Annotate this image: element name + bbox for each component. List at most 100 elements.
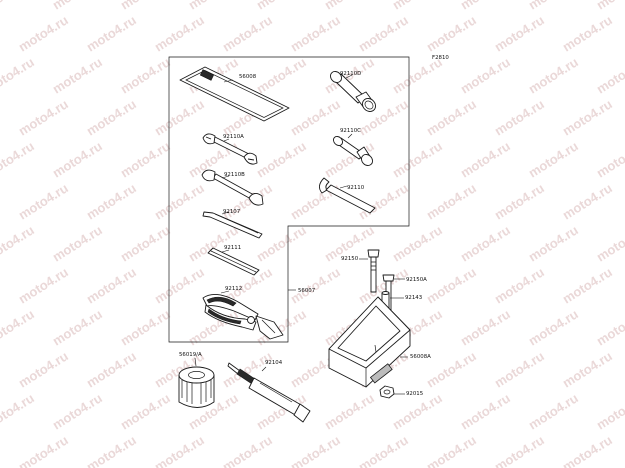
watermark-text: moto4.ru (560, 348, 615, 390)
watermark-text: moto4.ru (560, 180, 615, 222)
watermark-text: moto4.ru (84, 264, 139, 306)
watermark-text: moto4.ru (0, 390, 37, 432)
watermark-text: moto4.ru (424, 348, 479, 390)
watermark-text: moto4.ru (152, 12, 207, 54)
watermark-text: moto4.ru (288, 432, 343, 468)
watermark-text: moto4.ru (492, 96, 547, 138)
watermark-text: moto4.ru (152, 432, 207, 468)
watermark-text: moto4.ru (220, 432, 275, 468)
label-tool-bag: 56008 (239, 74, 257, 80)
grease-tube-drawing (227, 362, 311, 423)
watermark-text: moto4.ru (594, 306, 625, 348)
watermark-text: moto4.ru (288, 96, 343, 138)
watermark-text: moto4.ru (356, 12, 411, 54)
watermark-text: moto4.ru (118, 138, 173, 180)
watermark-text: moto4.ru (118, 390, 173, 432)
watermark-text: moto4.ru (152, 264, 207, 306)
watermark-text: moto4.ru (322, 0, 377, 13)
watermark-text: moto4.ru (458, 138, 513, 180)
watermark-text: moto4.ru (594, 138, 625, 180)
figure-code: F2810 (432, 55, 449, 61)
watermark-text: moto4.ru (84, 432, 139, 468)
watermark-text: moto4.ru (50, 390, 105, 432)
label-oil-filter: 56019/A (179, 352, 202, 358)
label-bolt-a: 92150A (406, 277, 427, 283)
label-nut: 92015 (406, 391, 423, 397)
watermark-text: moto4.ru (458, 0, 513, 13)
watermark-text: moto4.ru (16, 432, 71, 468)
label-bolt: 92150 (341, 256, 359, 262)
watermark-text: moto4.ru (84, 180, 139, 222)
watermark-text: moto4.ru (526, 306, 581, 348)
watermark-text: moto4.ru (560, 264, 615, 306)
watermark-text: moto4.ru (152, 96, 207, 138)
watermark-text: moto4.ru (560, 432, 615, 468)
label-wrench-b: 92110B (224, 172, 245, 178)
watermark-text: moto4.ru (492, 348, 547, 390)
watermark-text: moto4.ru (424, 12, 479, 54)
label-pliers: 92112 (225, 286, 242, 292)
label-collar: 92143 (405, 295, 422, 301)
watermark-text: moto4.ru (526, 390, 581, 432)
label-hook-wrench: 92110 (347, 185, 365, 191)
watermark-text: moto4.ru (458, 390, 513, 432)
wrench-a-drawing (202, 133, 258, 165)
watermark-text: moto4.ru (16, 96, 71, 138)
watermark-text: moto4.ru (526, 222, 581, 264)
box-wrench-d-drawing (330, 71, 376, 112)
label-box-wrench-c: 92110C (340, 128, 361, 134)
watermark-text: moto4.ru (118, 54, 173, 96)
watermark-text: moto4.ru (390, 0, 445, 13)
watermark-text: moto4.ru (0, 222, 37, 264)
watermark-text: moto4.ru (526, 138, 581, 180)
watermark-text: moto4.ru (50, 138, 105, 180)
watermark-text: moto4.ru (84, 348, 139, 390)
watermark-text: moto4.ru (492, 264, 547, 306)
watermark-text: moto4.ru (526, 54, 581, 96)
watermark-text: moto4.ru (492, 432, 547, 468)
watermark-text: moto4.ru (526, 0, 581, 13)
box-wrench-c-drawing (333, 133, 373, 166)
watermark-text: moto4.ru (84, 96, 139, 138)
tool-kit-outline (168, 56, 410, 343)
watermark-text: moto4.ru (152, 180, 207, 222)
watermark-text: moto4.ru (424, 96, 479, 138)
watermark-text: moto4.ru (594, 0, 625, 13)
label-case: 56008A (410, 354, 431, 360)
watermark-text: moto4.ru (424, 264, 479, 306)
watermark-text: moto4.ru (458, 306, 513, 348)
watermark-text: moto4.ru (16, 264, 71, 306)
bolt-drawing (359, 249, 380, 293)
watermark-text: moto4.ru (118, 222, 173, 264)
watermark-text: moto4.ru (492, 12, 547, 54)
watermark-text: moto4.ru (16, 348, 71, 390)
watermark-text: moto4.ru (424, 180, 479, 222)
wrench-b-drawing (201, 169, 264, 206)
tool-bag-drawing (179, 66, 290, 122)
label-screwdriver-handle: 92111 (224, 245, 241, 251)
watermark-text: moto4.ru (16, 180, 71, 222)
label-grease-tube: 92104 (265, 360, 283, 366)
watermark-text: moto4.ru (50, 306, 105, 348)
label-wrench-a: 92110A (223, 134, 244, 140)
watermark-text: moto4.ru (84, 12, 139, 54)
watermark-text: moto4.ru (220, 12, 275, 54)
hook-wrench-drawing (319, 177, 376, 214)
label-box-wrench-d: 92110D (340, 71, 361, 77)
pliers-drawing (202, 290, 284, 340)
watermark-text: moto4.ru (560, 96, 615, 138)
watermark-text: moto4.ru (322, 390, 377, 432)
watermark-text: moto4.ru (0, 54, 37, 96)
case-drawing (328, 296, 411, 388)
watermark-text: moto4.ru (288, 264, 343, 306)
label-tool-kit: 56007 (298, 288, 315, 294)
watermark-text: moto4.ru (50, 0, 105, 13)
watermark-text: moto4.ru (254, 54, 309, 96)
watermark-text: moto4.ru (594, 54, 625, 96)
watermark-text: moto4.ru (254, 0, 309, 13)
label-screwdriver: 92107 (223, 209, 240, 215)
watermark-text: moto4.ru (0, 138, 37, 180)
watermark-text: moto4.ru (560, 12, 615, 54)
